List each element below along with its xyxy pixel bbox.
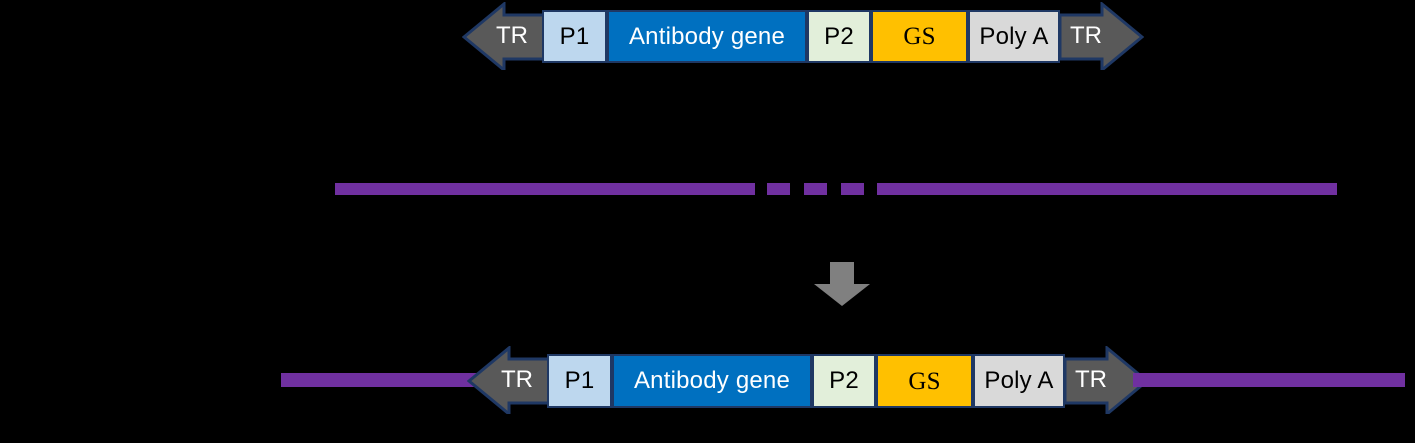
- genome-strand-right-solid: [877, 183, 1337, 195]
- genome-strand-dash-3: [841, 183, 864, 195]
- segment-p2-top: P2: [807, 10, 871, 63]
- integrated-strand-right: [1133, 373, 1405, 387]
- bottom-construct: TR P1 Antibody gene P2 GS Poly A TR: [0, 343, 1415, 414]
- segment-gs-bottom: GS: [876, 354, 973, 408]
- segment-polya-top-label: Poly A: [979, 22, 1049, 50]
- tr-arrow-right-top: [1058, 2, 1144, 70]
- segment-p2-bottom-label: P2: [829, 367, 859, 394]
- segment-antibody-gene-top-label: Antibody gene: [628, 22, 786, 50]
- segment-p2-bottom: P2: [812, 354, 876, 408]
- segment-p1-bottom: P1: [547, 354, 612, 408]
- genome-strand-dash-2: [804, 183, 827, 195]
- tr-arrow-right-bottom: [1063, 346, 1149, 414]
- segment-antibody-gene-bottom: Antibody gene: [612, 354, 812, 408]
- tr-arrow-left-top: [462, 2, 548, 70]
- genome-strand-dash-1: [767, 183, 790, 195]
- segment-p1-top: P1: [542, 10, 607, 63]
- segment-p2-top-label: P2: [824, 22, 854, 50]
- segment-polya-top: Poly A: [968, 10, 1060, 63]
- segment-gs-bottom-label: GS: [908, 367, 941, 395]
- segment-gs-top-label: GS: [903, 23, 936, 50]
- top-construct: TR P1 Antibody gene P2 GS Poly A TR: [0, 0, 1415, 70]
- genome-strand-left-solid: [335, 183, 755, 195]
- segment-p1-top-label: P1: [559, 22, 590, 50]
- segment-antibody-gene-top: Antibody gene: [607, 10, 807, 63]
- segment-gs-top: GS: [871, 10, 968, 63]
- integration-step-arrow: [814, 262, 870, 306]
- segment-polya-bottom-label: Poly A: [984, 367, 1054, 394]
- tr-arrow-left-bottom: [467, 346, 553, 414]
- segment-p1-bottom-label: P1: [564, 367, 595, 394]
- segment-polya-bottom: Poly A: [973, 354, 1065, 408]
- segment-antibody-gene-bottom-label: Antibody gene: [633, 367, 791, 394]
- integrated-strand-left: [281, 373, 481, 387]
